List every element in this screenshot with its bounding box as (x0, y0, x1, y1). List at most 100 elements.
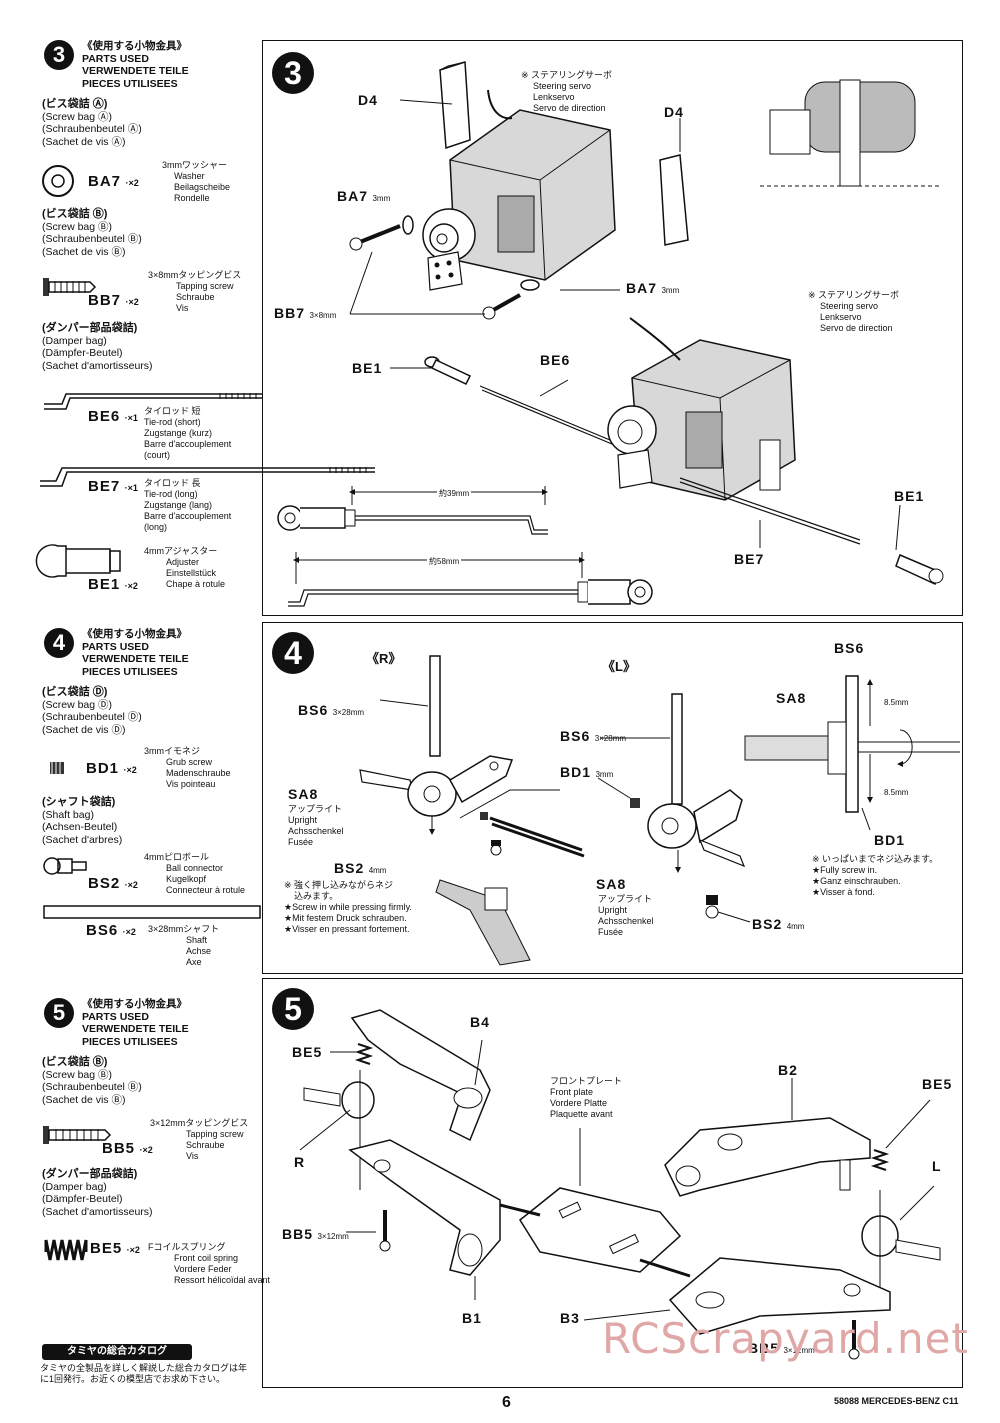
bag-title: (ビス袋詰 Ⓑ) (42, 1056, 108, 1068)
servo-note-top: ※ ステアリングサーボ Steering servo Lenkservo Ser… (521, 70, 612, 114)
header-jp: 《使用する小物金具》 (82, 998, 187, 1010)
header-jp: 《使用する小物金具》 (82, 40, 187, 52)
dim-bottom: 8.5mm (884, 788, 909, 797)
bag-line: (Sachet d'arbres) (42, 833, 123, 846)
header-en: PARTS USED (82, 1010, 149, 1023)
desc-line: Ball connector (166, 863, 224, 873)
label-code: BD1 (560, 764, 592, 780)
desc-line: Einstellstück (166, 568, 217, 578)
label-be7: BE7 (734, 551, 765, 567)
label-size: 3mm (595, 770, 614, 779)
desc-line: Axe (186, 957, 202, 967)
desc-line: Zugstange (lang) (144, 500, 213, 510)
note-line: フロントプレート (550, 1076, 623, 1086)
desc-line: Tapping screw (186, 1129, 244, 1139)
label-ba7-left: BA7 3mm (337, 188, 390, 206)
note-line: Steering servo (533, 81, 592, 91)
label-code: BB7 (274, 305, 306, 321)
desc-line: 3×8mmタッピングビス (148, 270, 242, 280)
label-b3: B3 (560, 1310, 580, 1326)
step5-bag-b: (ビス袋詰 Ⓑ) (Screw bag Ⓑ) (Schraubenbeutel … (42, 1056, 142, 1106)
model-name: 58088 MERCEDES-BENZ C11 (834, 1396, 959, 1406)
bag-line: (Damper bag) (42, 1180, 107, 1193)
bag-title: (ダンパー部品袋詰) (42, 1168, 138, 1180)
note-line: ※ いっぱいまでネジ込みます。 (812, 854, 939, 864)
front-plate-label: フロントプレート Front plate Vordere Platte Plaq… (550, 1076, 622, 1120)
note-line: ★Screw in while pressing firmly. (284, 902, 412, 912)
label-code: BB5 (282, 1226, 314, 1242)
label-code: BA7 (337, 188, 369, 204)
label-size: 4mm (368, 866, 387, 875)
upright-r-text: アップライト Upright Achsschenkel Fusée (288, 804, 344, 848)
header-en: PARTS USED (82, 640, 149, 653)
part-code: BS6 (86, 922, 119, 939)
step3-bag-a: (ビス袋詰 Ⓐ) (Screw bag Ⓐ) (Schraubenbeutel … (42, 98, 142, 148)
bag-line: (Damper bag) (42, 334, 107, 347)
desc-line: Fコイルスプリング (148, 1242, 226, 1252)
servo-note-mid: ※ ステアリングサーボ Steering servo Lenkservo Ser… (808, 290, 899, 334)
bag-line: (Shaft bag) (42, 808, 94, 821)
watermark: RCScrapyard.net (602, 1314, 969, 1363)
desc-line: Barre d'accouplement (144, 511, 232, 521)
note-line: ※ 強く押し込みながらネジ (284, 880, 394, 890)
catalog-line: タミヤの全製品を詳しく解説した総合カタログは年 (40, 1363, 248, 1373)
part-qty: ·×2 (124, 581, 138, 591)
desc-line: Tie-rod (long) (144, 489, 198, 499)
desc-line: Rondelle (174, 193, 210, 203)
step3-parts-header: 《使用する小物金具》 PARTS USED VERWENDETE TEILE P… (82, 40, 189, 90)
part-bb5: BB5 ·×2 (102, 1140, 153, 1158)
part-qty: ·×1 (124, 483, 138, 493)
header-fr: PIECES UTILISEES (82, 77, 178, 90)
desc-line: 4mmアジャスター (144, 546, 218, 556)
dim-short: 約39mm (437, 488, 472, 499)
part-code: BE5 (90, 1240, 123, 1257)
bag-line: (Schraubenbeutel Ⓐ) (42, 123, 142, 135)
step3-panel (262, 40, 963, 616)
label-size: 3×28mm (332, 708, 365, 717)
step4-number: 4 (44, 628, 74, 658)
step3-bag-damper: (ダンパー部品袋詰) (Damper bag) (Dämpfer-Beutel)… (42, 322, 153, 372)
bag-title: (ビス袋詰 Ⓑ) (42, 208, 108, 220)
header-de: VERWENDETE TEILE (82, 653, 189, 665)
header-de: VERWENDETE TEILE (82, 1023, 189, 1035)
label-size: 3mm (372, 194, 391, 203)
bag-title: (ビス袋詰 Ⓓ) (42, 686, 108, 698)
dim-top: 8.5mm (884, 698, 909, 707)
desc-line: Madenschraube (166, 768, 231, 778)
part-qty: ·×2 (125, 297, 139, 307)
desc-line: Tie-rod (short) (144, 417, 201, 427)
label-be6: BE6 (540, 352, 571, 368)
note-line: Plaquette avant (550, 1109, 613, 1119)
label-be5-left: BE5 (292, 1044, 323, 1060)
part-qty: ·×2 (125, 178, 139, 188)
desc-line: Shaft (186, 935, 208, 945)
panel5-number: 5 (272, 988, 314, 1030)
label-code: BS2 (752, 916, 783, 932)
part-qty: ·×1 (124, 413, 138, 423)
upright-l-text: アップライト Upright Achsschenkel Fusée (598, 894, 654, 938)
label-size: 3×28mm (594, 734, 627, 743)
catalog-title: タミヤの総合カタログ (42, 1344, 192, 1360)
step4-bag-d: (ビス袋詰 Ⓓ) (Screw bag Ⓓ) (Schraubenbeutel … (42, 686, 142, 736)
note-line: Achsschenkel (288, 826, 344, 836)
bag-title: (ダンパー部品袋詰) (42, 322, 138, 334)
note-line: Achsschenkel (598, 916, 654, 926)
note-line: ★Ganz einschrauben. (812, 876, 901, 886)
part-ba7-desc: 3mmワッシャー Washer Beilagscheibe Rondelle (162, 160, 230, 204)
label-bs6-l: BS6 3×28mm (560, 728, 626, 746)
desc-line: 3mmワッシャー (162, 160, 227, 170)
desc-line: Ressort hélicoïdal avant (174, 1275, 271, 1285)
note-line: アップライト (288, 804, 343, 814)
header-de: VERWENDETE TEILE (82, 65, 189, 77)
note-line: Fusée (288, 837, 314, 847)
desc-line: (court) (144, 450, 171, 460)
part-be5: BE5 ·×2 (90, 1240, 140, 1258)
note-line: Servo de direction (820, 323, 893, 333)
label-sa8-l: SA8 (596, 876, 627, 892)
note-line: ★Fully screw in. (812, 865, 878, 875)
note-line: Lenkservo (820, 312, 862, 322)
label-be5-right: BE5 (922, 1076, 953, 1092)
part-bs6-desc: 3×28mmシャフト Shaft Achse Axe (148, 924, 219, 968)
note-line: ★Visser en pressant fortement. (284, 924, 410, 934)
note-line: Fusée (598, 927, 624, 937)
